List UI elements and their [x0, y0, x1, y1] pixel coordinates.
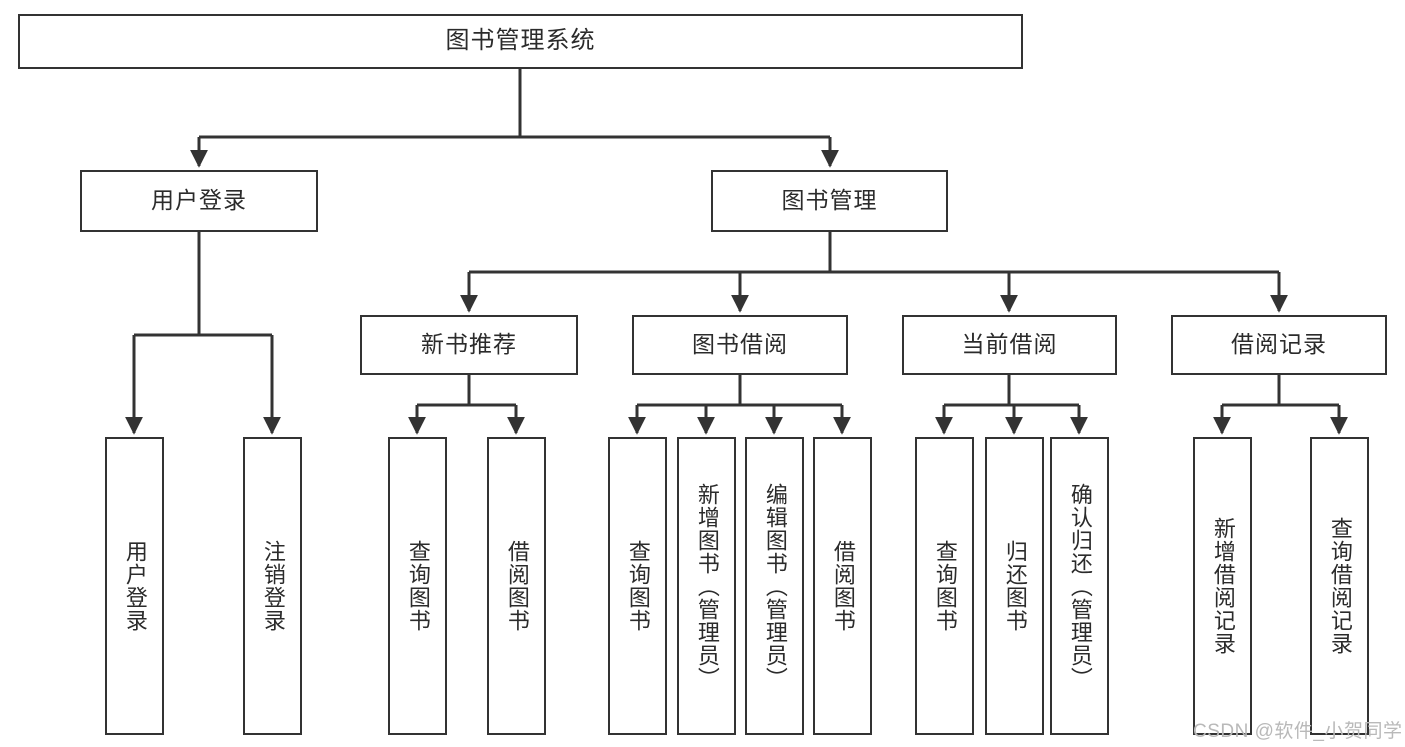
- leaf-node[interactable]: 查询图书: [915, 437, 974, 735]
- leaf-node-label: 新增图书（管理员）: [694, 482, 720, 690]
- leaf-node[interactable]: 借阅图书: [487, 437, 546, 735]
- leaf-node[interactable]: 查询图书: [388, 437, 447, 735]
- node-user-login[interactable]: 用户登录: [80, 170, 318, 232]
- leaf-node-label: 查询借阅记录: [1327, 517, 1353, 655]
- leaf-node-label: 借阅图书: [504, 540, 530, 632]
- leaf-node-label: 新增借阅记录: [1210, 517, 1236, 655]
- node-current-borrow[interactable]: 当前借阅: [902, 315, 1117, 375]
- leaf-node-label: 编辑图书（管理员）: [762, 482, 788, 690]
- leaf-node[interactable]: 查询图书: [608, 437, 667, 735]
- node-user-login-label: 用户登录: [151, 187, 247, 214]
- leaf-node-label: 借阅图书: [830, 540, 856, 632]
- node-root[interactable]: 图书管理系统: [18, 14, 1023, 69]
- leaf-node[interactable]: 确认归还（管理员）: [1050, 437, 1109, 735]
- node-book-borrow-label: 图书借阅: [692, 331, 788, 358]
- leaf-node[interactable]: 注销登录: [243, 437, 302, 735]
- leaf-node-label: 归还图书: [1002, 540, 1028, 632]
- leaf-node[interactable]: 借阅图书: [813, 437, 872, 735]
- node-new-book-recommend[interactable]: 新书推荐: [360, 315, 578, 375]
- node-borrow-records-label: 借阅记录: [1231, 331, 1327, 358]
- leaf-node-label: 查询图书: [405, 540, 431, 632]
- leaf-node[interactable]: 编辑图书（管理员）: [745, 437, 804, 735]
- leaf-node[interactable]: 新增图书（管理员）: [677, 437, 736, 735]
- node-new-book-recommend-label: 新书推荐: [421, 331, 517, 358]
- node-book-manage-label: 图书管理: [781, 187, 878, 214]
- node-root-label: 图书管理系统: [445, 27, 596, 55]
- node-borrow-records[interactable]: 借阅记录: [1171, 315, 1387, 375]
- leaf-node-label: 注销登录: [260, 540, 286, 632]
- leaf-node[interactable]: 新增借阅记录: [1193, 437, 1252, 735]
- leaf-node-label: 查询图书: [932, 540, 958, 632]
- node-current-borrow-label: 当前借阅: [961, 331, 1058, 358]
- leaf-node-label: 用户登录: [122, 540, 148, 632]
- leaf-node-label: 查询图书: [625, 540, 651, 632]
- leaf-node[interactable]: 归还图书: [985, 437, 1044, 735]
- leaf-node[interactable]: 用户登录: [105, 437, 164, 735]
- node-book-manage[interactable]: 图书管理: [711, 170, 948, 232]
- node-book-borrow[interactable]: 图书借阅: [632, 315, 848, 375]
- leaf-node-label: 确认归还（管理员）: [1067, 482, 1093, 690]
- leaf-node[interactable]: 查询借阅记录: [1310, 437, 1369, 735]
